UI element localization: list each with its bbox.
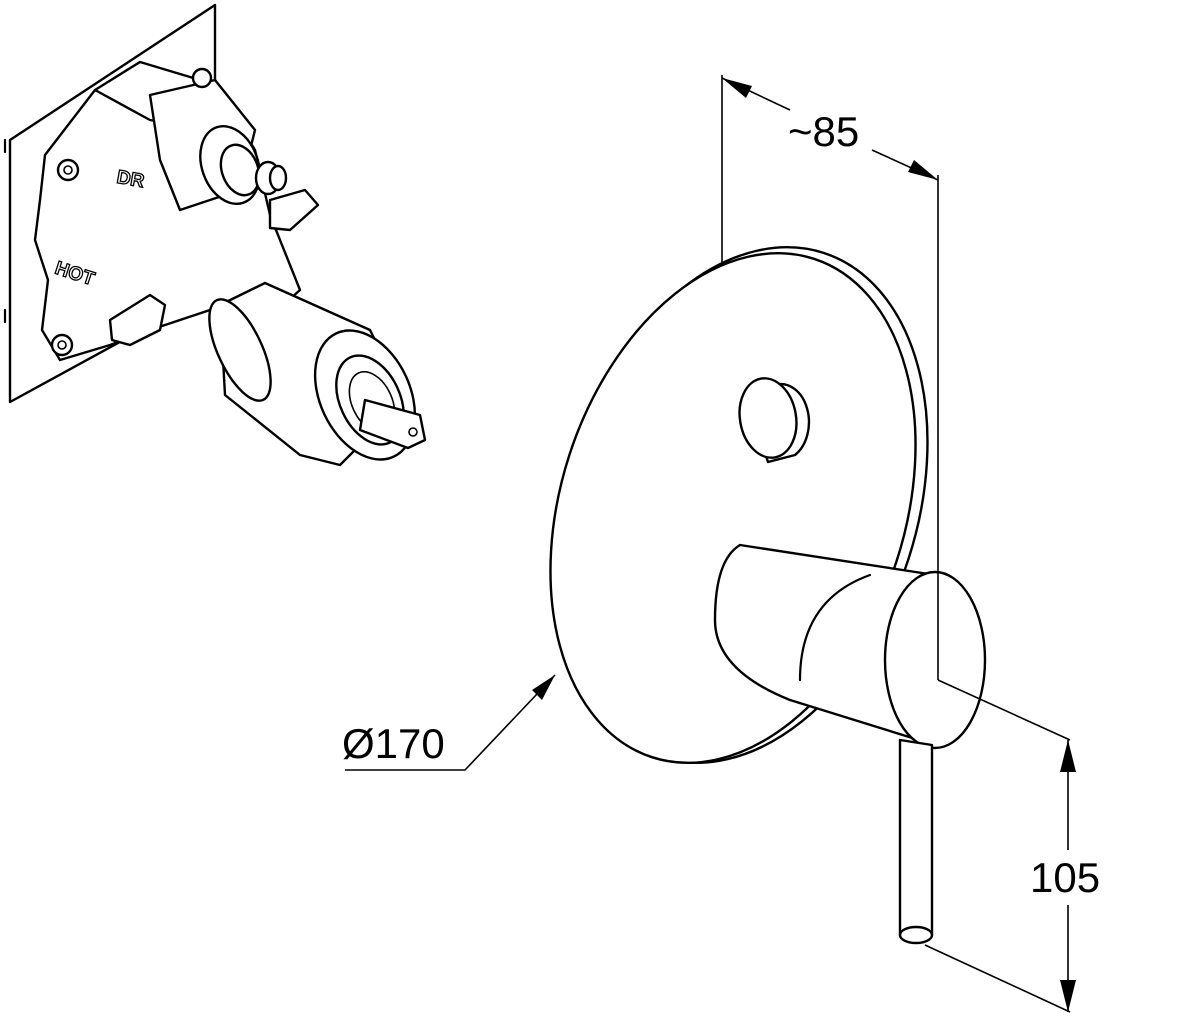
outlet-label: DR: [115, 167, 146, 192]
diverter-button: [738, 377, 798, 459]
height-dimension: 105: [1030, 854, 1100, 901]
trim-set: [549, 246, 987, 945]
handle-end-face: [883, 570, 987, 750]
lever: [898, 738, 934, 944]
concealed-valve-body: DR HOT: [3, 3, 427, 467]
depth-dimension: ~85: [788, 108, 859, 155]
handle-body: [713, 543, 937, 747]
spindle: [358, 398, 427, 450]
dimension-lines: [345, 75, 1076, 1013]
diameter-dimension: Ø170: [342, 720, 445, 767]
